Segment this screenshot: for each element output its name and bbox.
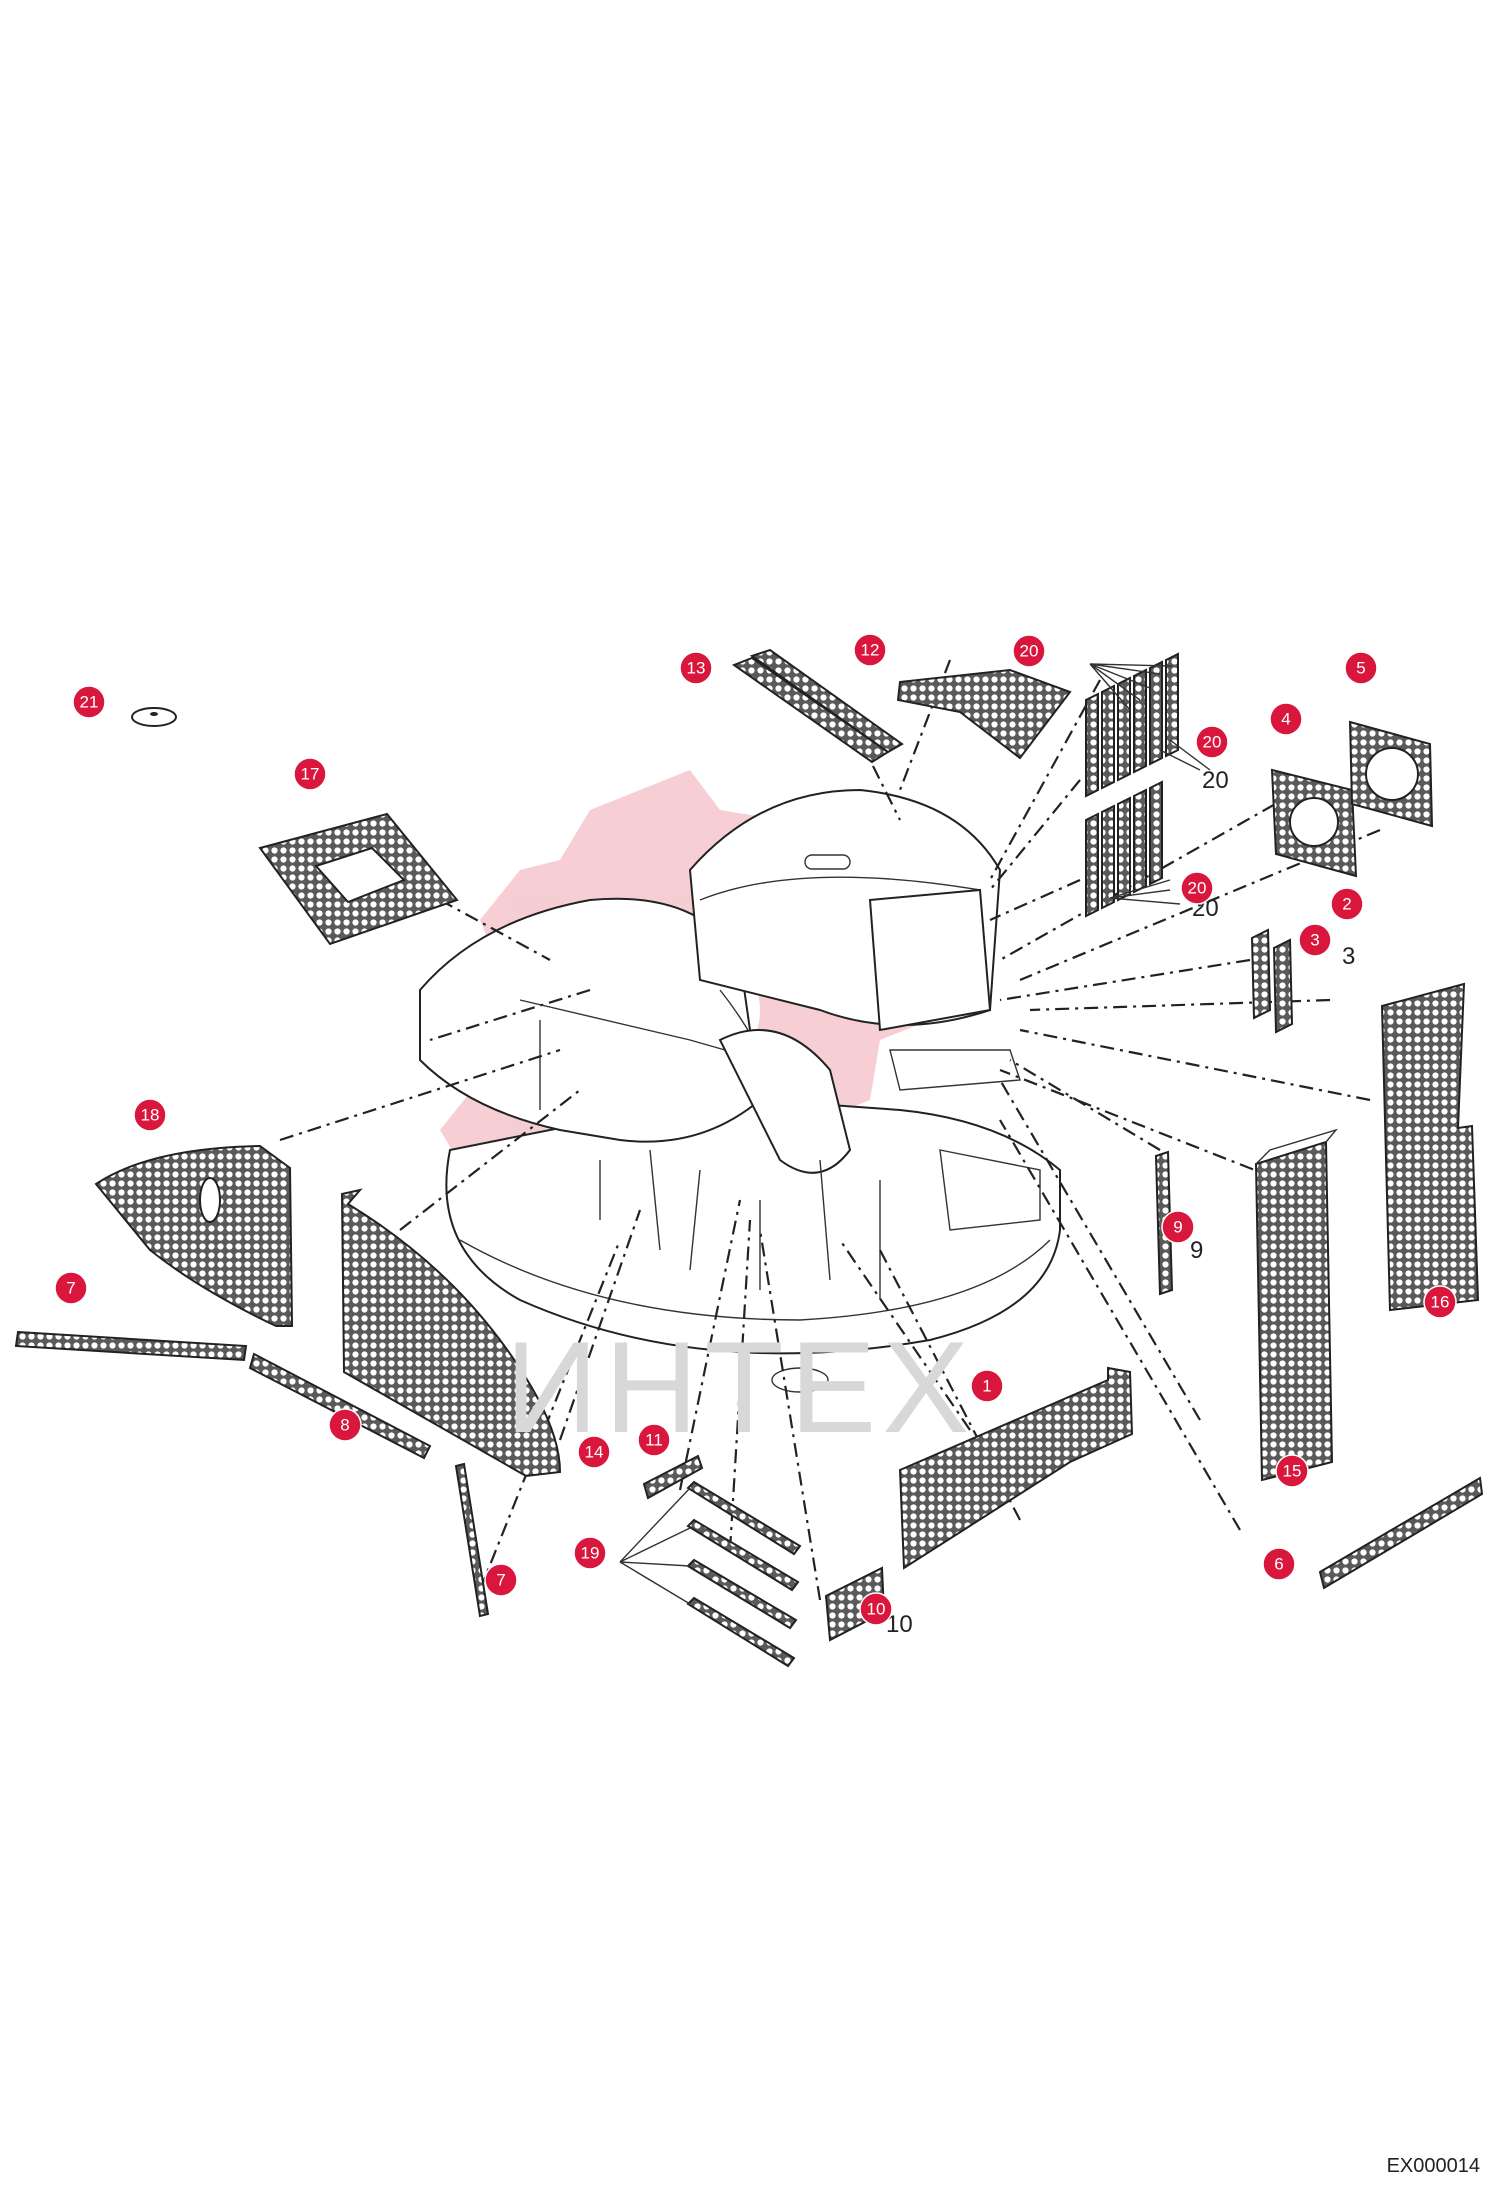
svg-text:21: 21	[80, 693, 99, 712]
svg-text:7: 7	[66, 1279, 75, 1298]
assembly-lines	[279, 659, 1381, 1601]
svg-text:20: 20	[1020, 642, 1039, 661]
callout-7-lower: 7	[484, 1563, 518, 1597]
svg-text:15: 15	[1283, 1462, 1302, 1481]
callout-markers: 1 2 3 4 5 6 7 7 8 9 10 11 12 13 14 15 16…	[54, 633, 1457, 1626]
diagram-code: EX000014	[1386, 2155, 1480, 2177]
callout-3: 3	[1298, 923, 1332, 957]
svg-text:9: 9	[1173, 1218, 1182, 1237]
part-17-mat	[258, 812, 459, 946]
svg-text:2: 2	[1342, 895, 1351, 914]
part-5-panel	[1348, 720, 1434, 828]
callout-21: 21	[72, 685, 106, 719]
svg-text:17: 17	[301, 765, 320, 784]
part-14-panel	[340, 1188, 562, 1478]
callout-8: 8	[328, 1408, 362, 1442]
part-2-3-strips	[1250, 928, 1294, 1034]
part-7-strip-vertical	[454, 1462, 490, 1618]
svg-text:4: 4	[1281, 710, 1290, 729]
part-1-panel	[898, 1366, 1134, 1570]
part-6-strip	[1318, 1476, 1484, 1590]
part-19-bars	[619, 1480, 802, 1668]
callout-20-top: 20	[1012, 634, 1046, 668]
svg-text:8: 8	[340, 1416, 349, 1435]
svg-text:20: 20	[1188, 879, 1207, 898]
svg-text:16: 16	[1431, 1293, 1450, 1312]
svg-text:11: 11	[645, 1431, 663, 1450]
part-8-strip	[248, 1352, 432, 1460]
part-12-plate	[896, 668, 1072, 760]
part-7-strip-left	[14, 1330, 248, 1362]
svg-text:12: 12	[861, 641, 880, 660]
callout-18: 18	[133, 1098, 167, 1132]
callout-20-mid: 20	[1195, 725, 1229, 759]
callout-2: 2	[1330, 887, 1364, 921]
svg-text:10: 10	[867, 1600, 886, 1619]
part-16-panel	[1380, 982, 1480, 1312]
callout-14: 14	[577, 1435, 611, 1469]
watermark-text: ИНТЕХ	[505, 1314, 975, 1460]
svg-text:18: 18	[141, 1106, 160, 1125]
callout-1: 1	[970, 1369, 1004, 1403]
callout-19: 19	[573, 1536, 607, 1570]
callout-6: 6	[1262, 1547, 1296, 1581]
svg-text:6: 6	[1274, 1555, 1283, 1574]
svg-text:19: 19	[581, 1544, 600, 1563]
part-20-slats	[1085, 652, 1211, 918]
svg-text:7: 7	[496, 1571, 505, 1590]
callout-20-low: 20	[1180, 871, 1214, 905]
svg-text:13: 13	[687, 659, 706, 678]
callout-12: 12	[853, 633, 887, 667]
part-11-block	[642, 1454, 704, 1500]
part-18-panel	[94, 1144, 294, 1327]
part-number-label: 20	[1202, 767, 1229, 794]
svg-text:20: 20	[1203, 733, 1222, 752]
callout-16: 16	[1423, 1285, 1457, 1319]
part-15-panel	[1254, 1128, 1339, 1482]
callout-10: 10	[859, 1592, 893, 1626]
callout-4: 4	[1269, 702, 1303, 736]
callout-5: 5	[1344, 651, 1378, 685]
part-4-panel	[1270, 768, 1358, 878]
callout-13: 13	[679, 651, 713, 685]
part-13-rails	[731, 648, 904, 764]
callout-17: 17	[293, 757, 327, 791]
callout-11: 11	[637, 1423, 671, 1457]
part-21-cap	[131, 707, 177, 727]
part-number-label: 3	[1342, 943, 1355, 970]
svg-text:14: 14	[585, 1443, 604, 1462]
svg-text:3: 3	[1310, 931, 1319, 950]
svg-text:1: 1	[982, 1377, 991, 1396]
svg-text:5: 5	[1356, 659, 1365, 678]
callout-15: 15	[1275, 1454, 1309, 1488]
part-number-label: 9	[1190, 1237, 1203, 1264]
callout-9: 9	[1161, 1210, 1195, 1244]
callout-7: 7	[54, 1271, 88, 1305]
